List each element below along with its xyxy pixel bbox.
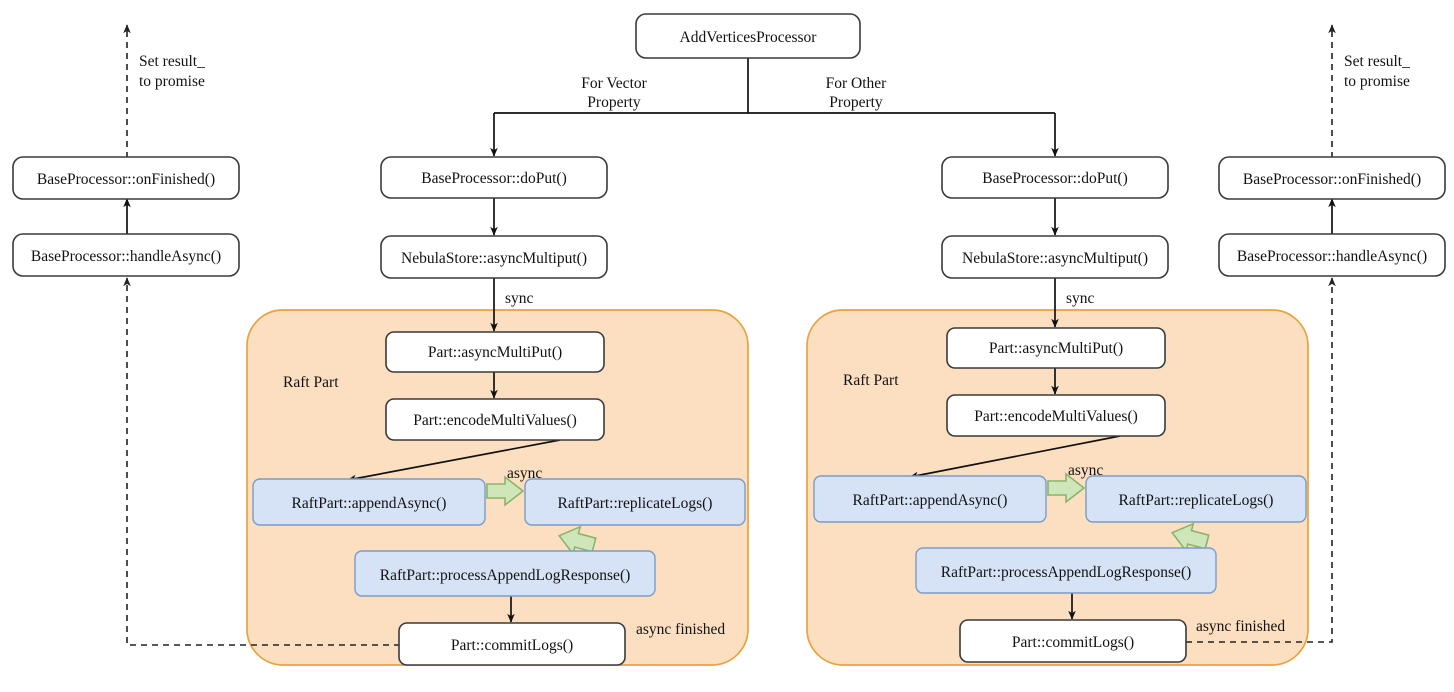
node-add-vertices-processor[interactable]: AddVerticesProcessor (635, 13, 861, 59)
dashed-right-commitlogs-to-handleasync (1186, 277, 1336, 643)
note-left-set-result: Set result_ to promise (139, 53, 205, 90)
node-right-do-put[interactable]: BaseProcessor::doPut() (941, 156, 1169, 199)
node-label: RaftPart::replicateLogs() (558, 495, 713, 512)
node-label: RaftPart::appendAsync() (292, 495, 447, 512)
green-arrow-left-append-to-replicate (486, 475, 525, 507)
edge-right-encode-to-appendasync (909, 435, 1121, 480)
node-label: Part::commitLogs() (451, 637, 573, 654)
node-left-commit-logs[interactable]: Part::commitLogs() (398, 622, 626, 666)
panel-label-right: Raft Part (843, 372, 899, 389)
edge-label-left-sync: sync (505, 290, 534, 307)
node-right-append-async[interactable]: RaftPart::appendAsync() (813, 475, 1047, 523)
node-left-process-append-log-response[interactable]: RaftPart::processAppendLogResponse() (354, 550, 656, 597)
node-left-part-async-multi-put[interactable]: Part::asyncMultiPut() (385, 331, 605, 373)
branch-label-right-line1: For Other (826, 75, 888, 92)
edge-label-left-async: async (507, 465, 542, 482)
edge-left-encode-to-appendasync (347, 439, 561, 483)
branch-label-left: For Vector Property (581, 75, 647, 111)
node-label: Part::asyncMultiPut() (428, 344, 562, 361)
node-left-encode-multi-values[interactable]: Part::encodeMultiValues() (385, 398, 605, 441)
branch-label-left-line2: Property (587, 94, 641, 111)
node-label: Part::asyncMultiPut() (989, 340, 1123, 357)
node-label: BaseProcessor::doPut() (421, 170, 567, 187)
edge-label-right-async: async (1068, 462, 1103, 479)
note-right-line2: to promise (1344, 73, 1410, 90)
green-arrow-right-replicate-to-processresp (1170, 522, 1210, 553)
node-label: RaftPart::processAppendLogResponse() (941, 564, 1192, 581)
panel-label-left: Raft Part (283, 374, 339, 391)
node-right-part-async-multi-put[interactable]: Part::asyncMultiPut() (946, 327, 1166, 369)
node-left-on-finished[interactable]: BaseProcessor::onFinished() (12, 156, 240, 200)
branch-label-right: For Other Property (826, 75, 888, 111)
edge-label-right-async-finished: async finished (1196, 618, 1285, 635)
node-label: BaseProcessor::onFinished() (1243, 171, 1421, 188)
branch-label-right-line2: Property (829, 94, 883, 111)
node-label: Part::commitLogs() (1012, 634, 1134, 651)
node-label: AddVerticesProcessor (680, 29, 818, 46)
node-label: RaftPart::replicateLogs() (1119, 492, 1274, 509)
note-left-line2: to promise (139, 73, 205, 90)
node-right-replicate-logs[interactable]: RaftPart::replicateLogs() (1085, 475, 1307, 523)
node-label: NebulaStore::asyncMultiput() (401, 250, 587, 267)
note-right-set-result: Set result_ to promise (1344, 53, 1410, 90)
node-right-process-append-log-response[interactable]: RaftPart::processAppendLogResponse() (915, 547, 1217, 594)
edge-label-left-async-finished: async finished (636, 621, 725, 638)
node-label: RaftPart::appendAsync() (853, 492, 1008, 509)
node-right-handle-async[interactable]: BaseProcessor::handleAsync() (1218, 233, 1446, 277)
node-right-commit-logs[interactable]: Part::commitLogs() (959, 619, 1187, 663)
node-label: BaseProcessor::handleAsync() (1237, 248, 1427, 265)
green-arrow-right-append-to-replicate (1047, 472, 1086, 504)
node-left-replicate-logs[interactable]: RaftPart::replicateLogs() (524, 478, 746, 526)
note-right-line1: Set result_ (1344, 53, 1410, 70)
node-right-nebulastore-async-multiput[interactable]: NebulaStore::asyncMultiput() (941, 235, 1169, 279)
node-label: NebulaStore::asyncMultiput() (962, 250, 1148, 267)
note-left-line1: Set result_ (139, 53, 205, 70)
node-label: Part::encodeMultiValues() (413, 412, 577, 429)
node-right-on-finished[interactable]: BaseProcessor::onFinished() (1218, 156, 1446, 200)
branch-label-left-line1: For Vector (581, 75, 647, 92)
node-label: Part::encodeMultiValues() (974, 408, 1138, 425)
edge-label-right-sync: sync (1066, 290, 1095, 307)
green-arrow-left-replicate-to-processresp (557, 525, 597, 556)
node-left-handle-async[interactable]: BaseProcessor::handleAsync() (12, 233, 240, 277)
node-label: BaseProcessor::handleAsync() (31, 248, 221, 265)
dashed-left-commitlogs-to-handleasync (123, 277, 400, 646)
node-label: BaseProcessor::onFinished() (37, 171, 215, 188)
node-right-encode-multi-values[interactable]: Part::encodeMultiValues() (946, 394, 1166, 437)
node-left-do-put[interactable]: BaseProcessor::doPut() (380, 156, 608, 199)
node-label: BaseProcessor::doPut() (982, 170, 1128, 187)
node-label: RaftPart::processAppendLogResponse() (380, 567, 631, 584)
node-left-nebulastore-async-multiput[interactable]: NebulaStore::asyncMultiput() (380, 235, 608, 279)
node-left-append-async[interactable]: RaftPart::appendAsync() (252, 478, 486, 526)
